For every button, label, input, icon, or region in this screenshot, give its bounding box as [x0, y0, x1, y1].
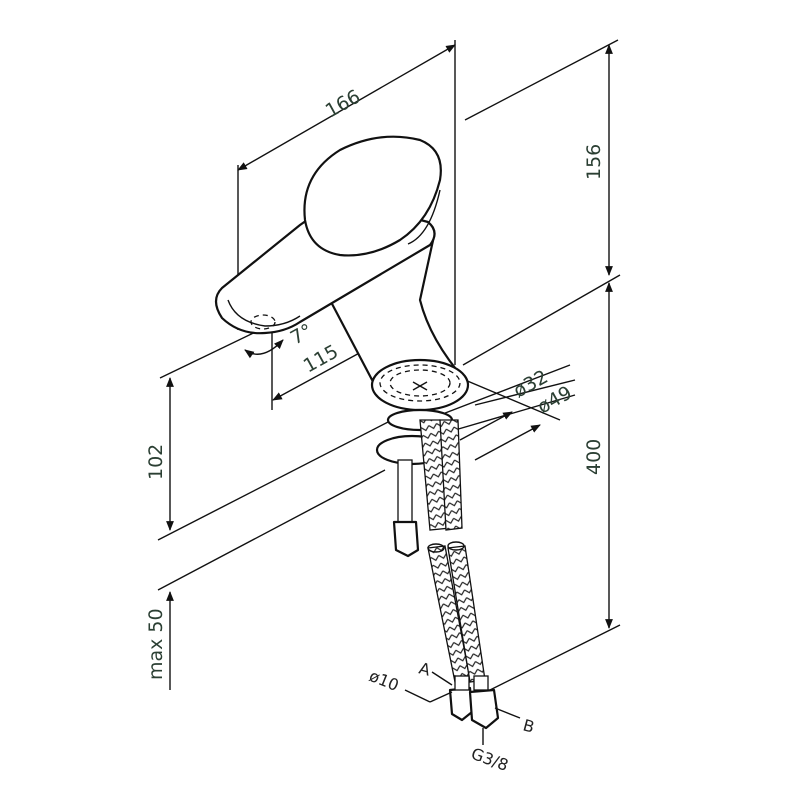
dim-115: 115 — [300, 341, 342, 378]
dimension-lines — [166, 44, 613, 690]
leader-lines — [404, 671, 521, 745]
label-thread-g3-8: G3/8 — [469, 744, 511, 775]
extension-lines — [157, 39, 621, 691]
dim-166: 166 — [322, 86, 364, 123]
dim-400: 400 — [583, 439, 605, 475]
dim-diameter-10: ø10 — [367, 666, 402, 695]
label-hose-a: A — [417, 659, 433, 680]
flex-hoses — [419, 419, 500, 730]
dim-156: 156 — [583, 144, 605, 180]
dim-max-50: max 50 — [145, 608, 167, 680]
label-hose-b: B — [521, 716, 537, 737]
dim-102: 102 — [145, 444, 167, 480]
